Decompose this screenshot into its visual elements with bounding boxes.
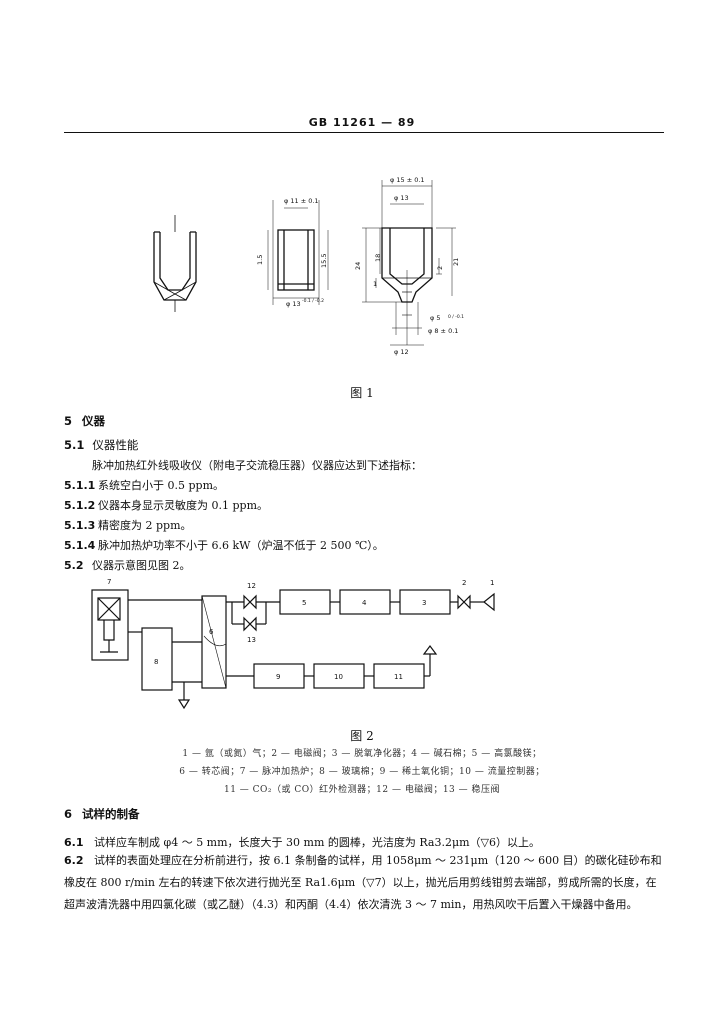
dim-c-bottom: φ 12 <box>394 348 409 356</box>
label-3: 3 <box>422 599 426 607</box>
section-5-1-number: 5.1 <box>64 438 85 452</box>
label-11: 11 <box>394 673 403 681</box>
section-6-title: 试样的制备 <box>82 807 140 821</box>
label-1: 1 <box>490 579 494 587</box>
label-5: 5 <box>302 599 306 607</box>
figure-1-drawing: φ 11 ± 0.1 1.5 15.5 φ 13 -0.1 / -0.2 φ 1… <box>153 176 464 356</box>
label-2: 2 <box>462 579 466 587</box>
label-8: 8 <box>154 658 158 666</box>
figure-1-caption: 图 1 <box>350 386 374 400</box>
figure-2-schematic: 7 8 6 12 13 5 4 3 2 1 9 10 11 <box>91 578 495 710</box>
label-12: 12 <box>247 582 256 590</box>
crucible-b <box>267 200 329 305</box>
section-5-1-title: 仪器性能 <box>92 438 139 452</box>
label-10: 10 <box>334 673 343 681</box>
section-5-1-heading: 5.1 仪器性能 <box>64 437 138 453</box>
section-6-number: 6 <box>64 807 73 821</box>
dim-b-right: 15.5 <box>320 254 328 268</box>
dim-c-hole1-tol: 0 / -0.1 <box>448 314 464 320</box>
glass-wool-8 <box>141 627 173 691</box>
dim-c-hole1: φ 5 <box>430 314 441 322</box>
figure-2-legend-line-1: 1 — 氩（或氮）气；2 — 电磁阀；3 — 脱氧净化器；4 — 碱石棉；5 —… <box>182 749 542 759</box>
dim-c-left-inner: 18 <box>374 254 382 262</box>
dim-c-right-outer: 21 <box>452 258 460 266</box>
dim-c-right-inner: 2 <box>436 266 444 270</box>
dim-b-bottom: φ 13 <box>286 300 301 308</box>
dim-b-top: φ 11 ± 0.1 <box>284 197 319 205</box>
dim-b-bottom-tol: -0.1 / -0.2 <box>302 298 324 304</box>
furnace-7 <box>91 589 129 661</box>
crucible-c <box>362 180 456 346</box>
header-rule <box>64 132 664 133</box>
document-code: GB 11261 — 89 <box>308 116 416 129</box>
section-5-number: 5 <box>64 414 73 428</box>
pressure-valve-13 <box>243 616 257 632</box>
section-6-heading: 6 试样的制备 <box>64 806 140 822</box>
solenoid-valve-12 <box>243 594 257 610</box>
crucible-a <box>153 215 197 312</box>
figure-2-caption: 图 2 <box>350 729 374 743</box>
dim-c-top1: φ 15 ± 0.1 <box>390 176 425 184</box>
dim-c-small: 1 <box>373 280 377 288</box>
label-9: 9 <box>276 673 280 681</box>
label-6: 6 <box>209 628 214 636</box>
label-13: 13 <box>247 636 256 644</box>
section-5-heading: 5 仪器 <box>64 413 105 429</box>
dim-b-left: 1.5 <box>256 255 264 265</box>
figure-2-legend-line-3: 11 — CO₂（或 CO）红外检测器；12 — 电磁阀；13 — 稳压阀 <box>223 785 501 795</box>
gas-source-1 <box>483 592 495 612</box>
dim-c-hole2: φ 8 ± 0.1 <box>428 327 458 335</box>
dim-c-top2: φ 13 <box>394 194 409 202</box>
section-5-1-intro: 脉冲加热红外线吸收仪（附电子交流稳压器）仪器应达到下述指标： <box>92 459 422 472</box>
label-4: 4 <box>362 599 367 607</box>
solenoid-valve-2 <box>457 594 471 610</box>
figure-2-legend-line-2: 6 — 转芯阀；7 — 脉冲加热炉；8 — 玻璃棉；9 — 稀土氧化铜；10 —… <box>179 767 545 777</box>
label-7: 7 <box>107 578 111 586</box>
dim-c-left-outer: 24 <box>354 262 362 270</box>
section-5-title: 仪器 <box>82 414 106 428</box>
